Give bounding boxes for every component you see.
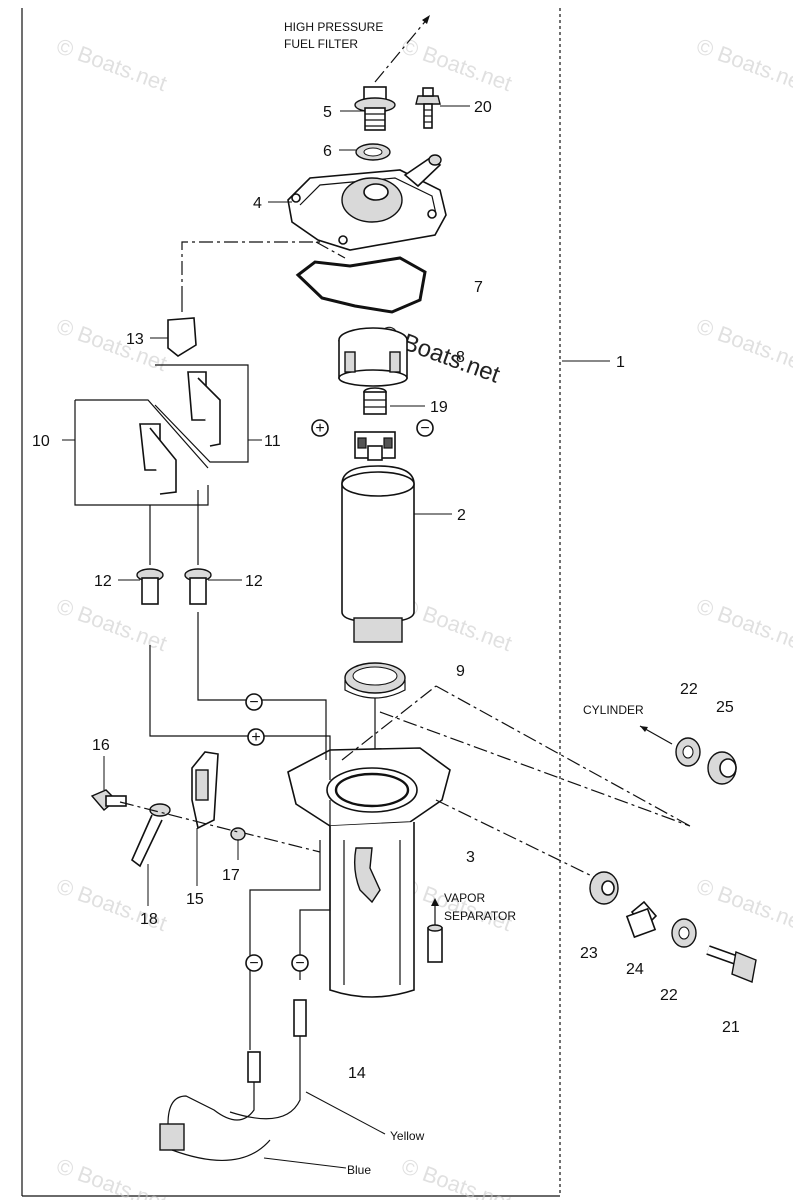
- callout-1: 1: [616, 354, 625, 371]
- callout-3: 3: [466, 849, 475, 866]
- callout-10: 10: [32, 433, 50, 450]
- watermark-text: © Boats.net: [693, 313, 793, 376]
- watermark-text: © Boats.net: [693, 873, 793, 936]
- callout-14: 14: [348, 1065, 366, 1082]
- part-10-11-boots: [62, 364, 262, 565]
- callout-12: 12: [94, 573, 112, 590]
- part-22-washer-bottom: [671, 918, 697, 948]
- callout-18: 18: [140, 911, 158, 928]
- part-21-bolt: [706, 945, 757, 983]
- callout-4: 4: [253, 195, 262, 212]
- diagram-border: [21, 8, 561, 1197]
- label-high-pressure-line2: FUEL FILTER: [284, 37, 358, 51]
- callout-11: 11: [264, 433, 281, 450]
- callout-16: 16: [92, 737, 110, 754]
- callout-22: 22: [680, 681, 698, 698]
- assembly-lines: [149, 241, 691, 1050]
- part-23-grommet: [589, 871, 619, 905]
- callout-23: 23: [580, 945, 598, 962]
- part-4-pump-cover: [287, 154, 447, 251]
- part-3-vapor-separator: [287, 747, 451, 998]
- callout-20: 20: [474, 99, 492, 116]
- part-2-fuel-pump: + −: [311, 419, 434, 643]
- callout-6: 6: [323, 143, 332, 160]
- callout-19: 19: [430, 399, 448, 416]
- part-22-washer-top: [675, 737, 701, 767]
- label-yellow: Yellow: [390, 1129, 425, 1143]
- terminal-circle-icon: [245, 693, 263, 711]
- watermark-text: © Boats.net: [53, 313, 170, 376]
- part-16-bolt: [90, 789, 127, 811]
- label-cylinder: CYLINDER: [583, 703, 644, 717]
- callout-15: 15: [186, 891, 204, 908]
- label-vapor-line1: VAPOR: [444, 891, 485, 905]
- arrow-icon: [374, 17, 429, 83]
- callout-24: 24: [626, 961, 644, 978]
- watermark-text: © Boats.net: [693, 593, 793, 656]
- part-8-retainer: [338, 327, 408, 387]
- watermark-text: © Boats.net: [398, 593, 515, 656]
- watermark-text: © Boats.net: [398, 1153, 515, 1200]
- part-17-washer: [230, 827, 246, 841]
- label-vapor-line2: SEPARATOR: [444, 909, 516, 923]
- callout-17: 17: [222, 867, 240, 884]
- polarity-minus: −: [420, 420, 429, 437]
- part-18-lead: [131, 803, 171, 868]
- callout-8: 8: [456, 349, 465, 366]
- part-14-harness: Yellow Blue: [159, 999, 425, 1177]
- part-13-cap: [167, 317, 197, 357]
- part-20-bolt: [415, 87, 441, 129]
- polarity-markers: − + − −: [245, 693, 309, 972]
- terminal-circle-icon: [311, 419, 329, 437]
- part-12-terminals: [136, 568, 212, 605]
- callout-13: 13: [126, 331, 144, 348]
- polarity-minus: −: [249, 955, 258, 972]
- terminal-circle-icon: [416, 419, 434, 437]
- callout-7: 7: [474, 279, 483, 296]
- part-7-gasket: [295, 256, 427, 314]
- polarity-minus: −: [249, 694, 258, 711]
- watermark-text: © Boats.net: [53, 1153, 170, 1200]
- arrow-icon: [422, 15, 430, 24]
- callout-25: 25: [716, 699, 734, 716]
- watermark-text: © Boats.net: [53, 33, 170, 96]
- polarity-plus: +: [315, 420, 324, 437]
- callout-22: 22: [660, 987, 678, 1004]
- terminal-circle-icon: [291, 954, 309, 972]
- callout-12: 12: [245, 573, 263, 590]
- polarity-minus: −: [295, 955, 304, 972]
- part-24-collar: [625, 900, 658, 939]
- callout-5: 5: [323, 104, 332, 121]
- part-25-grommet: [707, 751, 737, 785]
- polarity-plus: +: [251, 729, 260, 746]
- callout-9: 9: [456, 663, 465, 680]
- terminal-circle-icon: [245, 954, 263, 972]
- watermark-text: © Boats.net: [693, 33, 793, 96]
- leader-lines: [103, 105, 470, 906]
- watermark-text: © Boats.net: [398, 33, 515, 96]
- part-9-seal: [344, 662, 406, 699]
- part-number-callouts: 1 2 3 4 5 6 7 8 9 10 11 12 12 13 14 15 1…: [32, 99, 740, 1082]
- callout-2: 2: [457, 507, 466, 524]
- cylinder-label: CYLINDER: [583, 703, 673, 745]
- label-high-pressure-line1: HIGH PRESSURE: [284, 20, 383, 34]
- terminal-circle-icon: [247, 728, 265, 746]
- part-15-clip: [191, 751, 219, 830]
- part-19-filter: [363, 387, 387, 415]
- vapor-separator-label: VAPOR SEPARATOR: [431, 891, 516, 925]
- high-pressure-label: HIGH PRESSURE FUEL FILTER: [284, 15, 430, 83]
- callout-21: 21: [722, 1019, 740, 1036]
- label-blue: Blue: [347, 1163, 371, 1177]
- part-5-fitting: [354, 86, 396, 131]
